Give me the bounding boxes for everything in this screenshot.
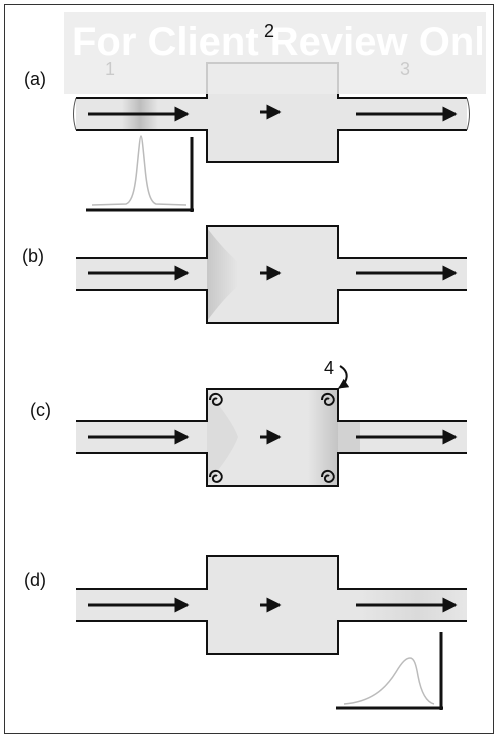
panel-c: [76, 365, 467, 487]
panel-label-a: (a): [24, 69, 46, 89]
panel-b: [76, 225, 467, 324]
tracer-spread: [238, 390, 338, 485]
panel-label-c: (c): [30, 400, 51, 420]
outlet-response-plot: [336, 632, 443, 710]
pulse-curve: [91, 135, 187, 206]
vortex-pointer-arrow: [338, 365, 350, 389]
panel-d: [76, 555, 467, 710]
watermark: For Client Review Only. All: [72, 20, 482, 64]
inlet-pulse-plot: [86, 135, 194, 212]
panel-label-d: (d): [24, 570, 46, 590]
panel-label-b: (b): [22, 246, 44, 266]
tracer-front: [207, 228, 238, 321]
tracer-trailing-edge: [207, 391, 238, 484]
panel-a: [73, 62, 470, 212]
tracer-exit: [338, 422, 360, 452]
pipe-inlet-cap: [73, 97, 77, 131]
pipe-outline: [76, 555, 467, 655]
vortex-icon: [209, 392, 335, 483]
response-curve: [343, 657, 435, 705]
pipe-outline: [76, 388, 467, 487]
watermark-band: [64, 12, 486, 94]
pipe-outlet-cap: [466, 97, 470, 131]
vortex-number: 4: [324, 358, 334, 378]
pipe-outline: [76, 225, 467, 324]
